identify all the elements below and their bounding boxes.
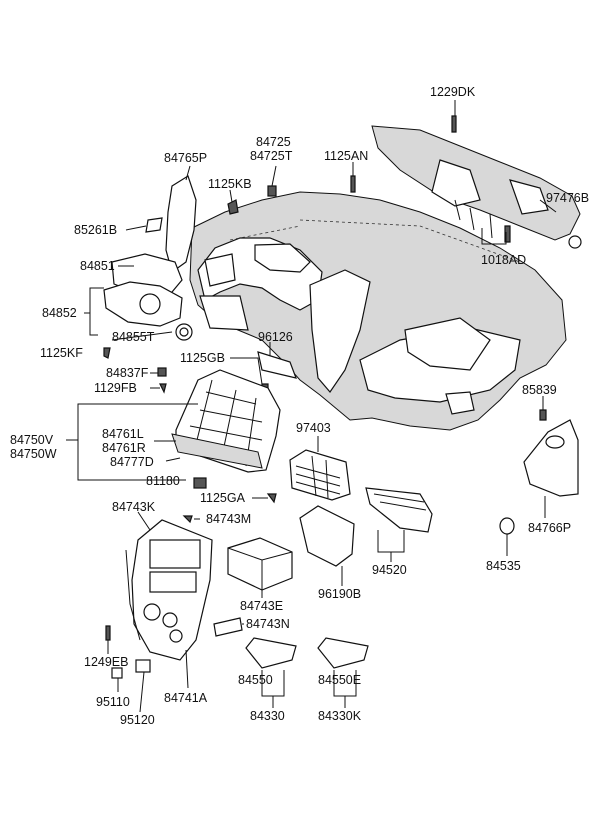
center-panel-drawing — [125, 519, 213, 661]
label-1125an: 1125AN — [324, 149, 368, 163]
bracket-96190b-drawing — [299, 505, 355, 567]
label-94520: 94520 — [372, 563, 407, 577]
label-84725: 84725 — [256, 135, 291, 149]
bracket-84725-drawing — [267, 185, 277, 197]
label-84765p: 84765P — [164, 151, 207, 165]
label-84743e: 84743E — [240, 599, 283, 613]
tray-84550e-drawing — [317, 637, 369, 669]
label-84750v: 84750V — [10, 433, 54, 447]
center-bracket-drawing — [171, 369, 281, 473]
defroster-duct-drawing — [371, 125, 582, 249]
label-81180: 81180 — [146, 474, 180, 488]
label-84766p: 84766P — [528, 521, 571, 535]
switch-95110-drawing — [111, 667, 123, 679]
label-95110: 95110 — [96, 695, 130, 709]
screw-1249eb-drawing — [105, 625, 111, 641]
label-1018ad: 1018AD — [481, 253, 526, 267]
label-84851: 84851 — [80, 259, 115, 273]
label-1125kf: 1125KF — [40, 346, 83, 360]
label-84330k: 84330K — [318, 709, 362, 723]
clip-85839-drawing — [539, 409, 547, 421]
label-84743n: 84743N — [246, 617, 290, 631]
part-labels: 1229DK 84725 84725T 84765P 1125AN 1125KB… — [10, 85, 589, 727]
label-84855t: 84855T — [112, 330, 155, 344]
label-84750w: 84750W — [10, 447, 57, 461]
screw-1125ga-drawing — [266, 493, 277, 504]
cover-96126-drawing — [257, 351, 297, 379]
label-1125ga: 1125GA — [200, 491, 246, 505]
clip-84743m-drawing — [182, 515, 193, 524]
label-84852: 84852 — [42, 306, 77, 320]
part-84743n-drawing — [213, 617, 243, 637]
label-84837f: 84837F — [106, 366, 149, 380]
leader-lines — [66, 100, 557, 713]
label-84743m: 84743M — [206, 512, 251, 526]
label-1229dk: 1229DK — [430, 85, 476, 99]
label-97476b: 97476B — [546, 191, 589, 205]
label-1125kb: 1125KB — [208, 177, 252, 191]
side-cover-right-drawing — [523, 419, 579, 497]
label-84550e: 84550E — [318, 673, 361, 687]
label-1125gb: 1125GB — [180, 351, 225, 365]
clip-1125kb-drawing — [227, 199, 239, 215]
bolt-1229dk-drawing — [451, 115, 457, 133]
label-84777d: 84777D — [110, 455, 154, 469]
label-1129fb: 1129FB — [94, 381, 137, 395]
crash-pad-drawing — [189, 191, 567, 431]
screw-1125kf-drawing — [103, 347, 111, 359]
box-84743e-drawing — [227, 537, 293, 591]
label-95120: 95120 — [120, 713, 155, 727]
clip-84837f-drawing — [157, 367, 167, 377]
column-shroud-drawing — [103, 253, 193, 341]
part-81180-drawing — [193, 477, 207, 489]
label-1249eb: 1249EB — [84, 655, 128, 669]
label-96190b: 96190B — [318, 587, 361, 601]
switch-95120-drawing — [135, 659, 151, 673]
label-84743k: 84743K — [112, 500, 156, 514]
bracket-94520-drawing — [365, 487, 433, 533]
label-84725t: 84725T — [250, 149, 293, 163]
label-84535: 84535 — [486, 559, 521, 573]
pad-85261b-drawing — [145, 217, 163, 233]
label-85261b: 85261B — [74, 223, 117, 237]
label-85839: 85839 — [522, 383, 557, 397]
side-cover-left-drawing — [165, 175, 197, 273]
label-84741a: 84741A — [164, 691, 208, 705]
label-84761l: 84761L — [102, 427, 144, 441]
label-84330: 84330 — [250, 709, 285, 723]
label-97403: 97403 — [296, 421, 331, 435]
screw-1125an-drawing — [350, 175, 356, 193]
label-84761r: 84761R — [102, 441, 146, 455]
vent-97403-drawing — [289, 449, 351, 501]
screw-1129fb-drawing — [159, 383, 167, 394]
tray-84550-drawing — [245, 637, 297, 669]
label-84550: 84550 — [238, 673, 273, 687]
label-96126: 96126 — [258, 330, 293, 344]
plug-84535-drawing — [499, 517, 515, 535]
